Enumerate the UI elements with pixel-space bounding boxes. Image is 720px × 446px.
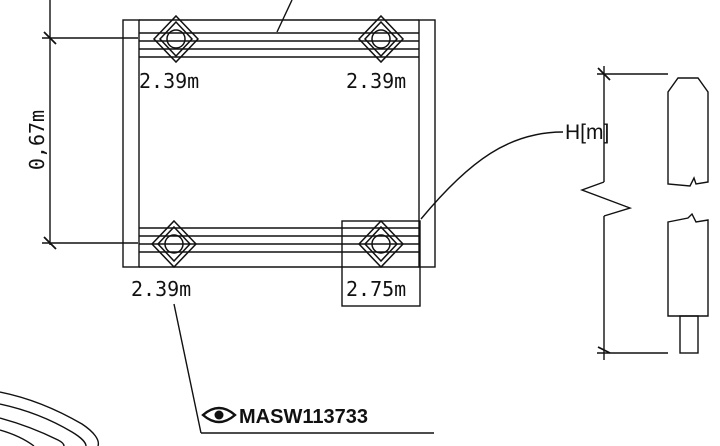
pile-symbol-top-left <box>152 14 200 64</box>
tag-leader <box>173 303 202 434</box>
highlight-box <box>341 220 421 307</box>
left-column <box>122 19 140 268</box>
pile-height-top-right: 2.39m <box>346 69 406 93</box>
height-dimension <box>579 66 668 360</box>
vertical-dimension <box>42 0 138 250</box>
height-label: H[m] <box>565 121 609 144</box>
pile-symbol-top-right <box>357 14 405 64</box>
height-leader <box>420 131 564 220</box>
dimension-label: 0,67m <box>25 110 49 170</box>
tag-id[interactable]: MASW113733 <box>239 406 368 428</box>
pile-symbol-bottom-right <box>357 219 405 269</box>
top-beam-leader <box>276 0 293 33</box>
pile-elevation <box>667 77 709 354</box>
pile-height-bottom-right: 2.75m <box>346 277 406 301</box>
right-column <box>418 19 436 268</box>
partial-curved-element <box>0 391 100 446</box>
pile-height-bottom-left: 2.39m <box>131 277 191 301</box>
pile-cap-frame <box>122 0 436 268</box>
pile-symbol-bottom-left <box>150 219 198 269</box>
eye-icon <box>201 406 237 424</box>
pile-height-top-left: 2.39m <box>139 69 199 93</box>
